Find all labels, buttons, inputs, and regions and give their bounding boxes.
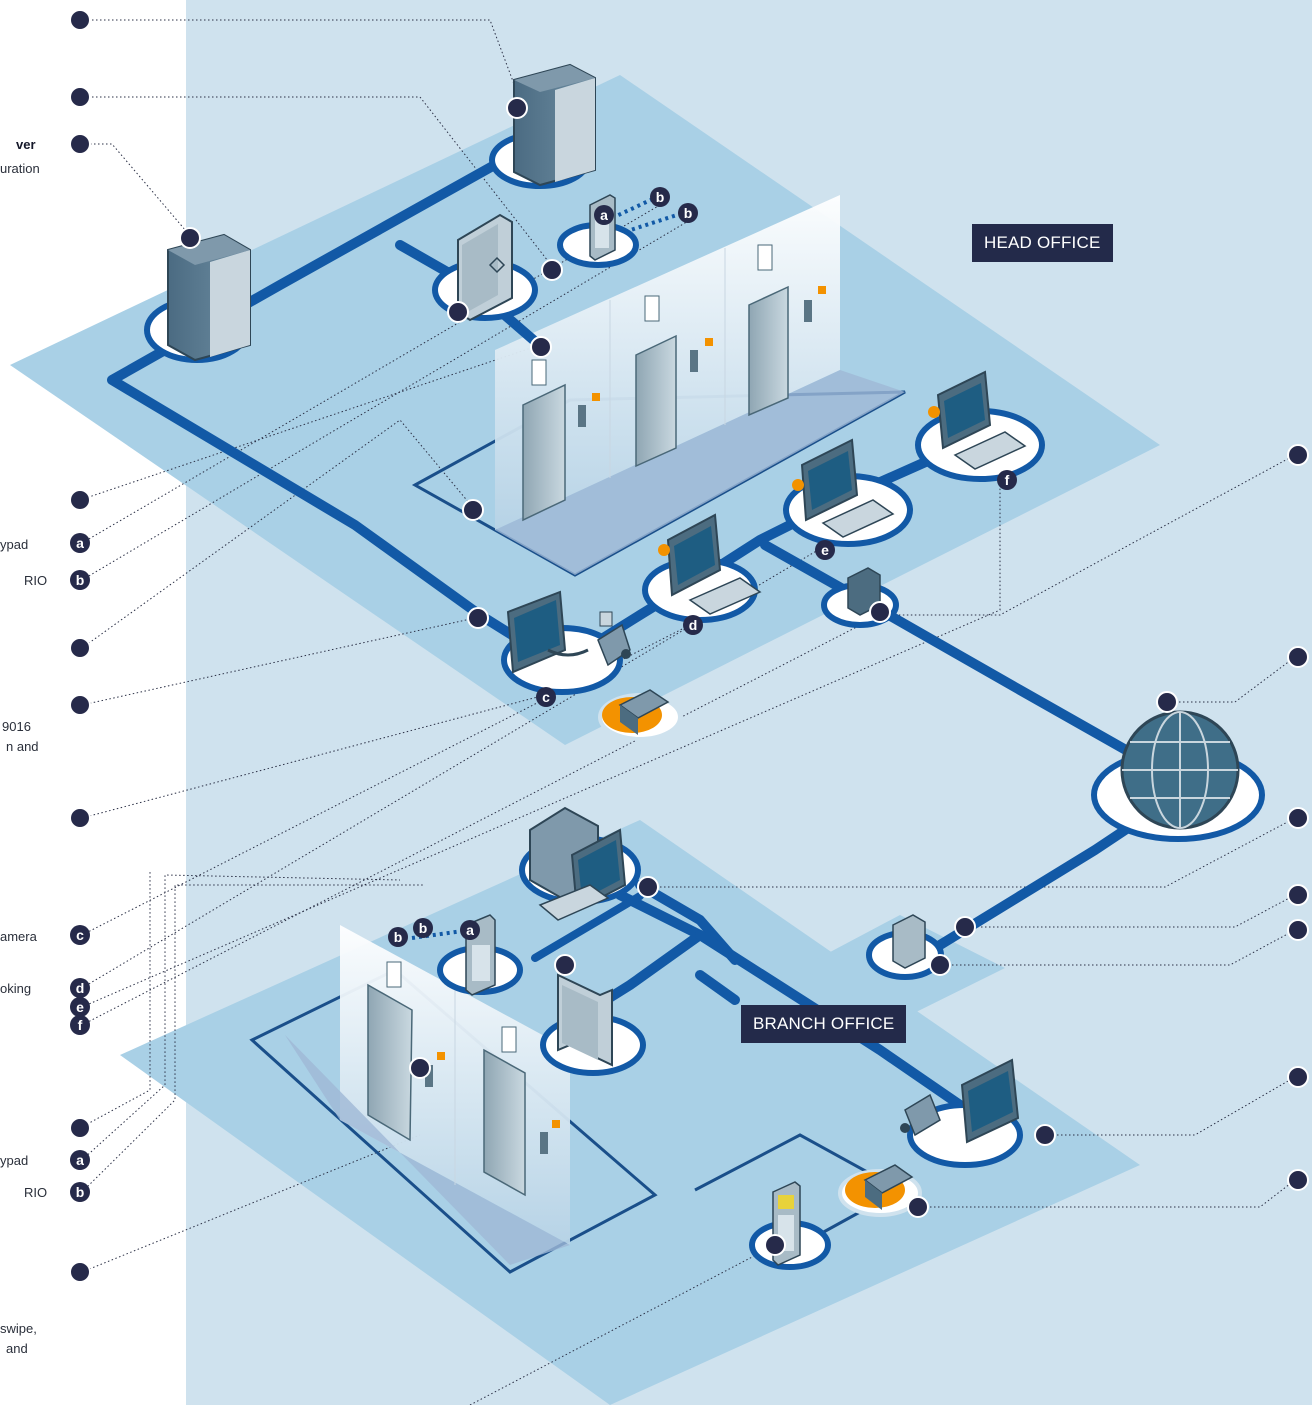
svg-text:f: f [1005,472,1010,488]
node-dots [69,9,1309,1283]
svg-text:a: a [76,1152,84,1168]
svg-text:d: d [689,617,698,633]
branch-office-label: BRANCH OFFICE [741,1005,907,1043]
legend-text: oking [0,981,32,996]
svg-text:a: a [466,922,474,938]
badge-d: d [683,615,703,635]
head-office-label: HEAD OFFICE [972,224,1113,262]
keypad-icon [465,914,496,996]
legend-text: ver [16,137,36,152]
monitor-icon [506,590,589,674]
badge-b: b [70,1182,90,1202]
svg-text:a: a [76,535,84,551]
badge-e: e [70,997,90,1017]
server-icon [167,233,251,362]
workstation-icon [529,806,627,921]
legend-text: ypad [0,537,29,552]
svg-text:e: e [76,999,84,1015]
legend-text: RIO [24,573,48,588]
monitor-icon [792,438,895,538]
globe-icon [1120,710,1240,830]
badge-f: f [70,1015,90,1035]
legend-text: n and [6,739,39,754]
left-legend-panel [0,0,186,1405]
svg-text:c: c [542,689,550,705]
printer-icon [845,1164,914,1210]
badge-f: f [997,470,1017,490]
badge-b: b [388,927,408,947]
camera-icon [900,1093,941,1137]
network-unit-icon [892,914,926,969]
svg-text:b: b [76,572,85,588]
monitor-icon [960,1058,1020,1144]
svg-text:a: a [600,207,608,223]
badge-b: b [70,570,90,590]
badge-b: b [413,918,433,938]
badge-c: c [536,687,556,707]
svg-text:d: d [76,980,85,996]
svg-text:b: b [76,1184,85,1200]
server-icon [513,63,596,187]
letter-badges: a b c d e f a b a b b c d e f a b b [70,187,1017,1202]
legend-text: 9016 [2,719,31,734]
badge-a: a [594,205,614,225]
badge-c: c [70,925,90,945]
badge-b: b [678,203,698,223]
monitor-icon [658,513,762,615]
legend-text: uration [0,161,40,176]
printer-icon [602,689,670,735]
badge-a: a [70,1150,90,1170]
badge-e: e [815,540,835,560]
badge-a: a [460,920,480,940]
svg-text:c: c [76,927,84,943]
keypad-icon [589,194,616,261]
svg-text:b: b [394,929,403,945]
legend-text: amera [0,929,37,944]
svg-text:b: b [684,205,693,221]
head-office-rooms [411,195,906,577]
branch-office-rooms [249,925,658,1274]
legend-text: swipe, [0,1321,37,1336]
svg-text:b: b [419,920,428,936]
svg-text:f: f [78,1017,83,1033]
legend-text: ypad [0,1153,29,1168]
handheld-reader-icon [772,1181,801,1266]
camera-icon [597,611,631,667]
badge-a: a [70,533,90,553]
legend-text: RIO [24,1185,48,1200]
monitor-icon [928,370,1027,470]
svg-text:b: b [656,189,665,205]
badge-d: d [70,978,90,998]
entrance-door-icon [557,973,613,1067]
svg-text:e: e [821,542,829,558]
legend-text: and [6,1341,28,1356]
badge-b: b [650,187,670,207]
